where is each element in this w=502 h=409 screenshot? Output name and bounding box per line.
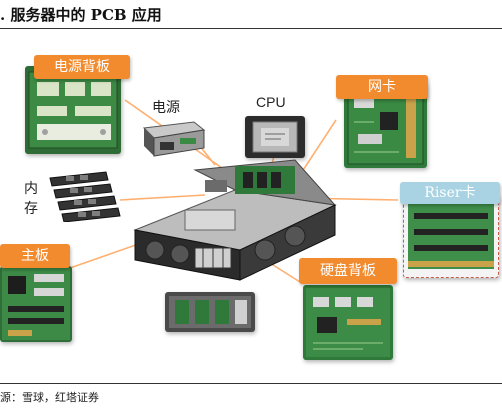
disk-slot-photo — [165, 292, 255, 332]
page-title: . 服务器中的 PCB 应用 — [0, 6, 162, 24]
motherboard-label: 主板 — [0, 244, 70, 268]
power-backplane-label: 电源背板 — [34, 55, 130, 79]
server-chassis-illustration — [125, 150, 340, 285]
disk-backplane-label: 硬盘背板 — [299, 258, 397, 284]
riser-card-label: Riser卡 — [400, 182, 500, 204]
cpu-label: CPU — [256, 94, 286, 110]
power-backplane-image — [25, 66, 121, 154]
power-supply-unit-image — [140, 118, 206, 160]
nic-label: 网卡 — [336, 75, 428, 99]
motherboard-image — [0, 266, 72, 342]
source-divider — [0, 383, 502, 384]
memory-label-line1: 内 — [24, 181, 38, 197]
disk-backplane-image — [303, 285, 393, 360]
memory-modules-image — [46, 170, 126, 222]
riser-card-image — [403, 194, 499, 278]
power-supply-label: 电源 — [152, 100, 180, 116]
title-divider — [0, 28, 502, 29]
nic-image — [344, 82, 427, 168]
source-note: 源：雪球，红塔证券 — [0, 391, 99, 404]
memory-label-line2: 存 — [24, 201, 38, 217]
cpu-chip-image — [245, 116, 305, 158]
